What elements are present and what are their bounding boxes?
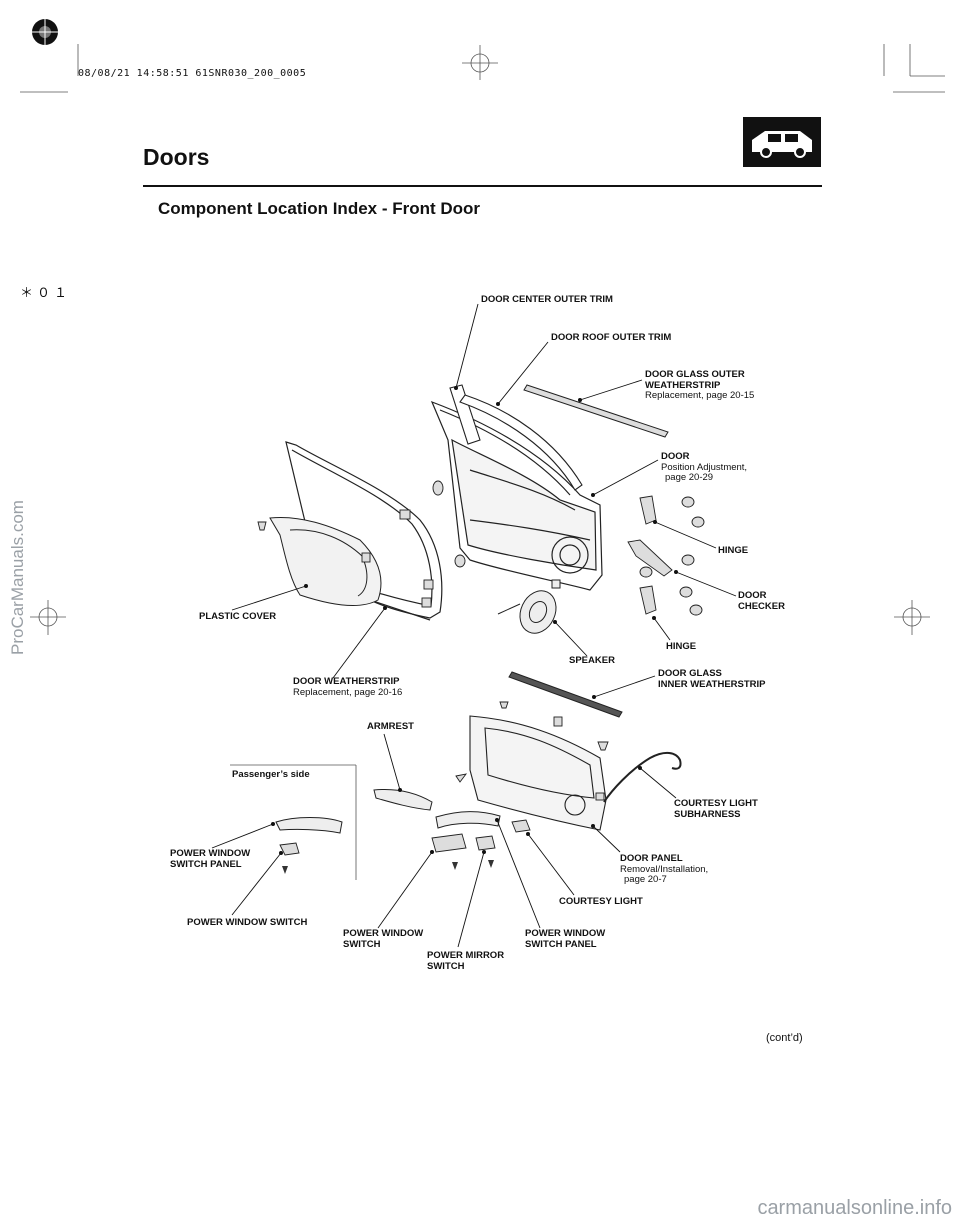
clip-fasteners xyxy=(257,480,466,608)
passengers-side-bracket xyxy=(230,764,357,880)
hinge-lower-part xyxy=(639,585,703,616)
door-glass-outer-weatherstrip-part xyxy=(523,384,669,438)
label-door-glass-inner-weatherstrip: DOOR GLASS INNER WEATHERSTRIP xyxy=(658,668,766,690)
label-power-mirror-switch: POWER MIRROR SWITCH xyxy=(427,950,505,972)
page-title: Doors xyxy=(143,144,210,170)
screw-part xyxy=(488,860,494,868)
label-door-center-outer-trim: DOOR CENTER OUTER TRIM xyxy=(481,294,613,305)
armrest-part xyxy=(373,789,433,811)
label-power-window-switch-center: POWER WINDOW SWITCH xyxy=(343,928,424,950)
door-checker-part xyxy=(627,539,695,578)
power-window-switch-panel-left-part xyxy=(275,817,343,834)
door-frame-part xyxy=(430,400,603,591)
label-door-weatherstrip: DOOR WEATHERSTRIP Replacement, page 20-1… xyxy=(293,676,403,698)
watermark-side: ProCarManuals.com xyxy=(8,500,27,655)
label-armrest: ARMREST xyxy=(367,721,414,732)
hinge-upper-part xyxy=(639,495,705,528)
door-panel-part xyxy=(469,715,607,831)
label-power-window-switch-panel-left: POWER WINDOW SWITCH PANEL xyxy=(170,848,251,870)
label-hinge-lower: HINGE xyxy=(666,641,697,652)
screw-part xyxy=(452,862,458,870)
label-power-window-switch-panel-right: POWER WINDOW SWITCH PANEL xyxy=(525,928,606,950)
screw-part xyxy=(282,866,288,874)
label-power-window-switch-left: POWER WINDOW SWITCH xyxy=(187,917,308,928)
door-panel-clips xyxy=(499,701,609,801)
label-hinge-upper: HINGE xyxy=(718,545,749,556)
continued-note: (cont’d) xyxy=(766,1032,803,1044)
watermark-bottom: carmanualsonline.info xyxy=(757,1197,952,1219)
label-door: DOOR Position Adjustment, page 20-29 xyxy=(661,451,748,483)
label-plastic-cover: PLASTIC COVER xyxy=(199,611,277,622)
screw-part xyxy=(455,773,468,783)
page-subtitle: Component Location Index - Front Door xyxy=(158,199,481,218)
label-door-checker: DOOR CHECKER xyxy=(738,590,785,612)
power-mirror-switch-part xyxy=(475,835,496,851)
car-silhouette-icon xyxy=(752,131,812,158)
label-speaker: SPEAKER xyxy=(569,655,615,666)
margin-mark: ＊０１ xyxy=(20,285,72,300)
leader-lines xyxy=(211,303,737,948)
leader-arrowheads xyxy=(271,386,678,855)
label-door-panel: DOOR PANEL Removal/Installation, page 20… xyxy=(620,853,709,885)
door-glass-inner-weatherstrip-part xyxy=(508,671,623,718)
label-door-glass-outer-weatherstrip: DOOR GLASS OUTER WEATHERSTRIP Replacemen… xyxy=(645,369,755,401)
print-timestamp: 08/08/21 14:58:51 61SNR030_200_0005 xyxy=(78,68,307,79)
speaker-part xyxy=(497,579,561,634)
courtesy-light-part xyxy=(511,819,531,833)
label-passengers-side: Passenger’s side xyxy=(232,769,310,780)
label-courtesy-light-subharness: COURTESY LIGHT SUBHARNESS xyxy=(674,798,758,820)
power-window-switch-center-part xyxy=(431,833,467,853)
power-window-switch-left-part xyxy=(279,842,300,856)
label-courtesy-light: COURTESY LIGHT xyxy=(559,896,643,907)
registration-mark-top-right xyxy=(883,44,945,93)
registration-mark-top-left xyxy=(20,17,79,93)
crosshair-registration-icon xyxy=(30,45,930,635)
power-window-switch-panel-right-part xyxy=(435,811,501,829)
door-center-outer-trim-part xyxy=(449,384,481,445)
label-door-roof-outer-trim: DOOR ROOF OUTER TRIM xyxy=(551,332,672,343)
title-rule xyxy=(143,185,822,187)
courtesy-light-subharness-part xyxy=(603,752,682,803)
door-roof-outer-trim-part xyxy=(459,394,583,491)
